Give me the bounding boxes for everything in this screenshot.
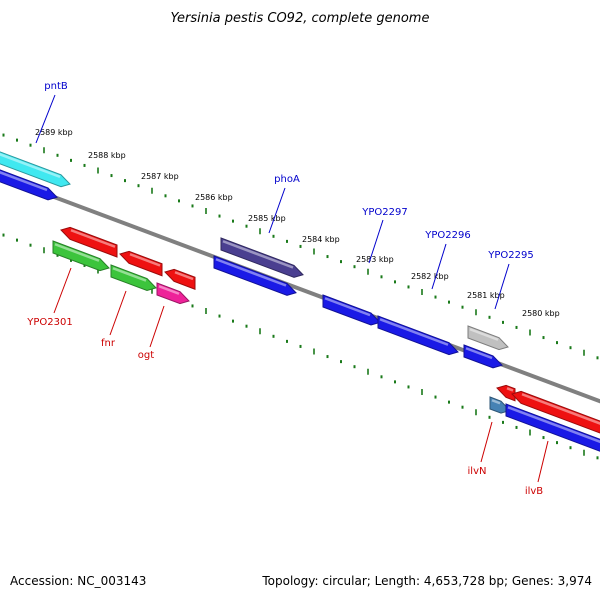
- gene-arrow-body: [60, 226, 118, 258]
- gene-arrow-body: [164, 268, 196, 290]
- gene-arrow[interactable]: [322, 294, 381, 326]
- gene-arrow[interactable]: [463, 344, 503, 369]
- leader-line: [494, 263, 510, 310]
- gene-arrow-body: [119, 250, 163, 277]
- page-title: Yersinia pestis CO92, complete genome: [171, 11, 430, 26]
- gene-arrow-highlight: [324, 297, 371, 317]
- genome-backbone: [0, 174, 600, 404]
- kbp-label: 2586 kbp: [195, 193, 233, 202]
- gene-arrow-highlight: [465, 347, 493, 360]
- gene-label[interactable]: fnr: [101, 338, 116, 349]
- gene-arrow-highlight: [112, 267, 147, 282]
- leader-line: [480, 421, 493, 463]
- gene-arrow-highlight: [0, 171, 48, 192]
- leader-line: [109, 290, 127, 336]
- accession-text: Accession: NC_003143: [10, 574, 146, 588]
- gene-label[interactable]: phoA: [274, 174, 300, 185]
- gene-arrow-highlight: [158, 285, 180, 295]
- kbp-label: 2587 kbp: [141, 172, 179, 181]
- gene-label[interactable]: YPO2301: [26, 317, 72, 328]
- gene-arrow-highlight: [129, 253, 161, 267]
- gene-arrow-highlight: [0, 153, 61, 179]
- kbp-label: 2581 kbp: [467, 291, 505, 300]
- leader-line: [268, 187, 286, 234]
- gene-label[interactable]: YPO2296: [424, 230, 470, 241]
- gene-label[interactable]: YPO2295: [487, 250, 533, 261]
- gene-label[interactable]: YPO2297: [361, 207, 407, 218]
- gene-label[interactable]: pntB: [44, 81, 68, 92]
- leader-line: [537, 440, 549, 483]
- kbp-label: 2584 kbp: [302, 235, 340, 244]
- gene-arrow-highlight: [70, 229, 116, 248]
- gene-arrow-highlight: [469, 328, 499, 341]
- gene-arrow[interactable]: [52, 240, 110, 272]
- gene-arrow-highlight: [507, 406, 600, 444]
- gene-arrow[interactable]: [0, 168, 58, 201]
- gene-arrow[interactable]: [220, 237, 304, 278]
- leader-line: [53, 267, 72, 314]
- kbp-label: 2588 kbp: [88, 151, 126, 160]
- tick-rows: [2, 133, 599, 460]
- gene-arrow[interactable]: [505, 403, 600, 454]
- kbp-label: 2583 kbp: [356, 255, 394, 264]
- kbp-label: 2589 kbp: [35, 128, 73, 137]
- topology-text: Topology: circular; Length: 4,653,728 bp…: [261, 574, 592, 588]
- gene-arrow-highlight: [521, 393, 600, 425]
- gene-arrow[interactable]: [119, 250, 163, 277]
- gene-arrow[interactable]: [164, 268, 196, 290]
- gene-arrow-highlight: [379, 318, 449, 346]
- gene-label[interactable]: ilvN: [468, 466, 487, 477]
- gene-arrow-highlight: [222, 240, 294, 269]
- kbp-scale: 2589 kbp 2588 kbp 2587 kbp 2586 kbp 2585 kbp…: [35, 128, 560, 318]
- gene-label[interactable]: ogt: [138, 350, 154, 361]
- gene-arrow-highlight: [54, 243, 100, 262]
- leader-line: [35, 94, 56, 144]
- kbp-label: 2585 kbp: [248, 214, 286, 223]
- gene-arrow-highlight: [506, 387, 514, 392]
- gene-arrow-highlight: [215, 258, 287, 287]
- gene-arrow[interactable]: [60, 226, 118, 258]
- gene-arrow[interactable]: [496, 384, 516, 402]
- gene-arrow[interactable]: [467, 325, 509, 351]
- gene-arrow-highlight: [174, 271, 194, 281]
- gene-arrow[interactable]: [156, 282, 190, 305]
- leader-line: [368, 219, 384, 264]
- gene-arrow[interactable]: [377, 315, 459, 356]
- leader-line: [431, 243, 447, 290]
- kbp-label: 2582 kbp: [411, 272, 449, 281]
- gene-arrow-highlight: [491, 399, 501, 405]
- gene-arrow-body: [511, 390, 600, 434]
- gene-arrow[interactable]: [213, 255, 297, 296]
- gene-label[interactable]: ilvB: [525, 486, 543, 497]
- kbp-label: 2580 kbp: [522, 309, 560, 318]
- gene-arrow-body: [496, 384, 516, 402]
- gene-arrow[interactable]: [511, 390, 600, 441]
- gene-track: [0, 150, 600, 454]
- leader-line: [149, 305, 165, 348]
- gene-arrow[interactable]: [0, 150, 71, 188]
- gene-arrow[interactable]: [110, 264, 157, 292]
